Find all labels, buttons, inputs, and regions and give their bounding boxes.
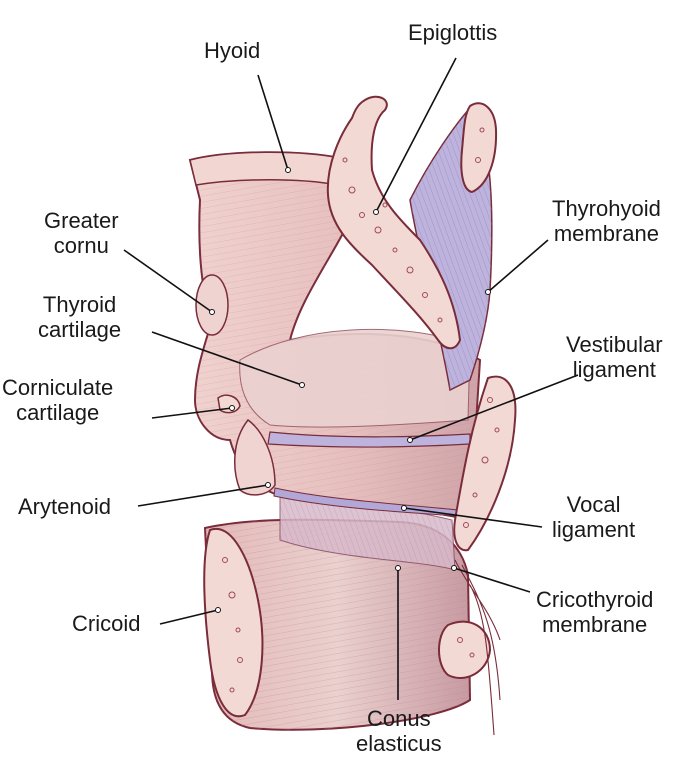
label-vocal-ligament: Vocal ligament	[552, 492, 635, 542]
label-corniculate-cartilage: Corniculate cartilage	[2, 375, 113, 425]
label-vocal-line1: Vocal	[552, 492, 635, 517]
hyoid-bone	[190, 152, 340, 185]
label-thyroid-cartilage: Thyroid cartilage	[38, 292, 121, 342]
label-greater-cornu: Greater cornu	[44, 208, 119, 258]
label-vocal-line2: ligament	[552, 517, 635, 542]
leader-thyrohyoid	[488, 240, 548, 292]
label-conus-line1: Conus	[356, 706, 442, 731]
label-hyoid: Hyoid	[204, 38, 260, 63]
leader-arytenoid	[138, 485, 268, 506]
label-thyrohyoid-line2: membrane	[552, 221, 661, 246]
label-cricothyroid-line2: membrane	[536, 612, 653, 637]
label-cricoid: Cricoid	[72, 611, 140, 636]
label-thyroid-line2: cartilage	[38, 317, 121, 342]
label-arytenoid: Arytenoid	[18, 494, 111, 519]
label-conus-line2: elasticus	[356, 731, 442, 756]
label-cricothyroid-membrane: Cricothyroid membrane	[536, 587, 653, 637]
label-vestibular-ligament: Vestibular ligament	[566, 332, 663, 382]
label-conus-elasticus: Conus elasticus	[356, 706, 442, 756]
label-greater-cornu-line1: Greater	[44, 208, 119, 233]
cricoid-right-cut	[439, 622, 490, 678]
label-thyroid-line1: Thyroid	[38, 292, 121, 317]
label-thyrohyoid-line1: Thyrohyoid	[552, 196, 661, 221]
label-corniculate-line1: Corniculate	[2, 375, 113, 400]
label-corniculate-line2: cartilage	[2, 400, 113, 425]
label-thyrohyoid-membrane: Thyrohyoid membrane	[552, 196, 661, 246]
hyoid-cut-section	[461, 103, 496, 192]
label-epiglottis: Epiglottis	[408, 20, 497, 45]
label-cricothyroid-line1: Cricothyroid	[536, 587, 653, 612]
label-vestibular-line1: Vestibular	[566, 332, 663, 357]
label-greater-cornu-line2: cornu	[44, 233, 119, 258]
label-vestibular-line2: ligament	[566, 357, 663, 382]
leader-greater-cornu	[124, 250, 212, 312]
